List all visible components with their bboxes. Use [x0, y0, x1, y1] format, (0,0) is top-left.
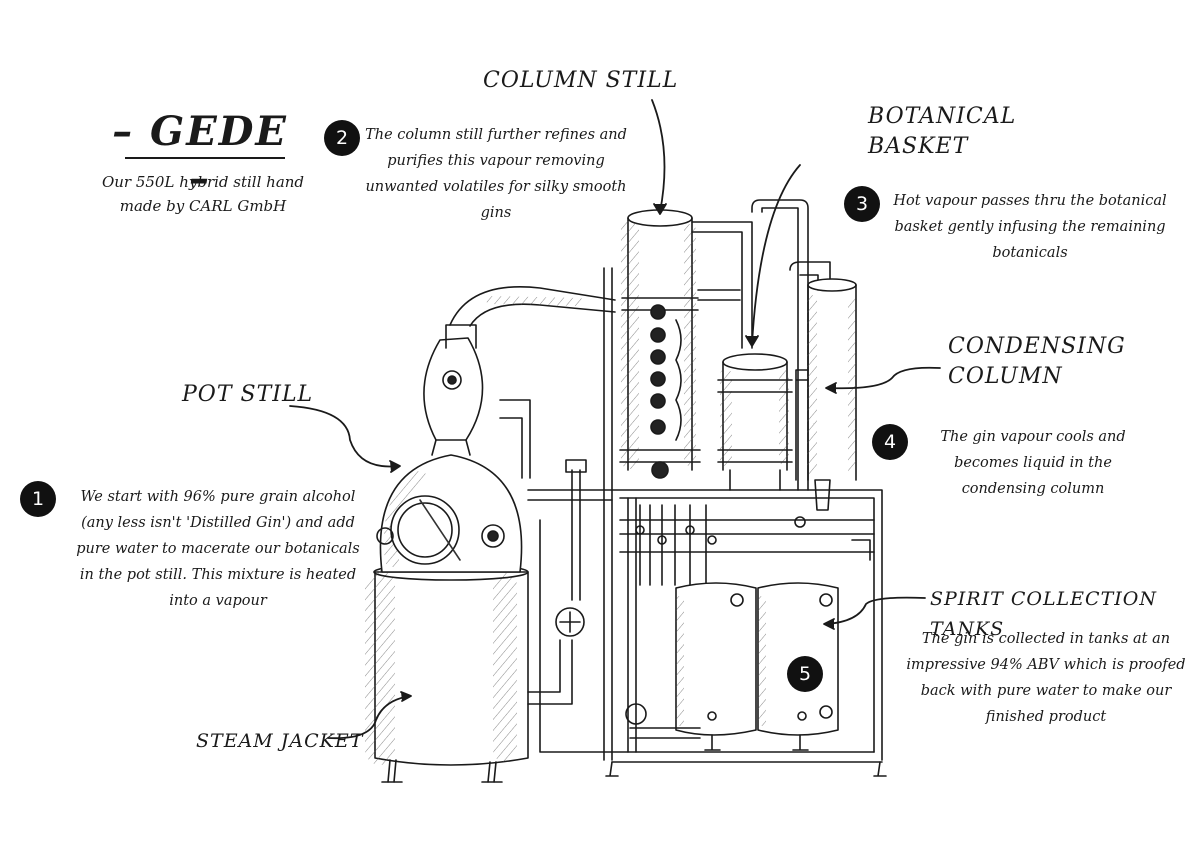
step-2-text: The column still further refines and pur…: [365, 127, 627, 221]
label-pot-still: POT STILL: [182, 382, 314, 407]
step-4-text: The gin vapour cools and becomes liquid …: [940, 429, 1126, 497]
label-botanical-basket: BOTANICAL BASKET: [868, 104, 1017, 159]
label-condensing-column: CONDENSING COLUMN: [948, 334, 1126, 389]
step-3-badge: 3: [844, 186, 880, 222]
step-1-text: We start with 96% pure grain alcohol (an…: [76, 489, 360, 609]
title-underline: [125, 157, 285, 159]
label-spirit-collection-tanks: SPIRIT COLLECTION TANKS: [930, 588, 1157, 640]
collection-frame-drawing: [605, 489, 887, 777]
botanical-basket-drawing: [717, 199, 809, 491]
label-column-still: COLUMN STILL: [483, 68, 679, 93]
column-still-drawing: [603, 209, 753, 761]
pot-still-drawing: [365, 286, 616, 783]
step-3-text: Hot vapour passes thru the botanical bas…: [893, 193, 1167, 261]
step-5-badge: 5: [787, 656, 823, 692]
diagram-subtitle: Our 550L hybrid still hand made by CARL …: [101, 173, 305, 215]
condensing-column-drawing: [789, 261, 857, 511]
step-2-badge: 2: [324, 120, 360, 156]
label-steam-jacket: STEAM JACKET: [196, 730, 364, 752]
step-1-badge: 1: [20, 481, 56, 517]
step-4-badge: 4: [872, 424, 908, 460]
callout-arrows: [289, 99, 941, 740]
step-5-text: The gin is collected in tanks at an impr…: [906, 631, 1186, 725]
diagram-title: – GEDE –: [112, 108, 288, 202]
